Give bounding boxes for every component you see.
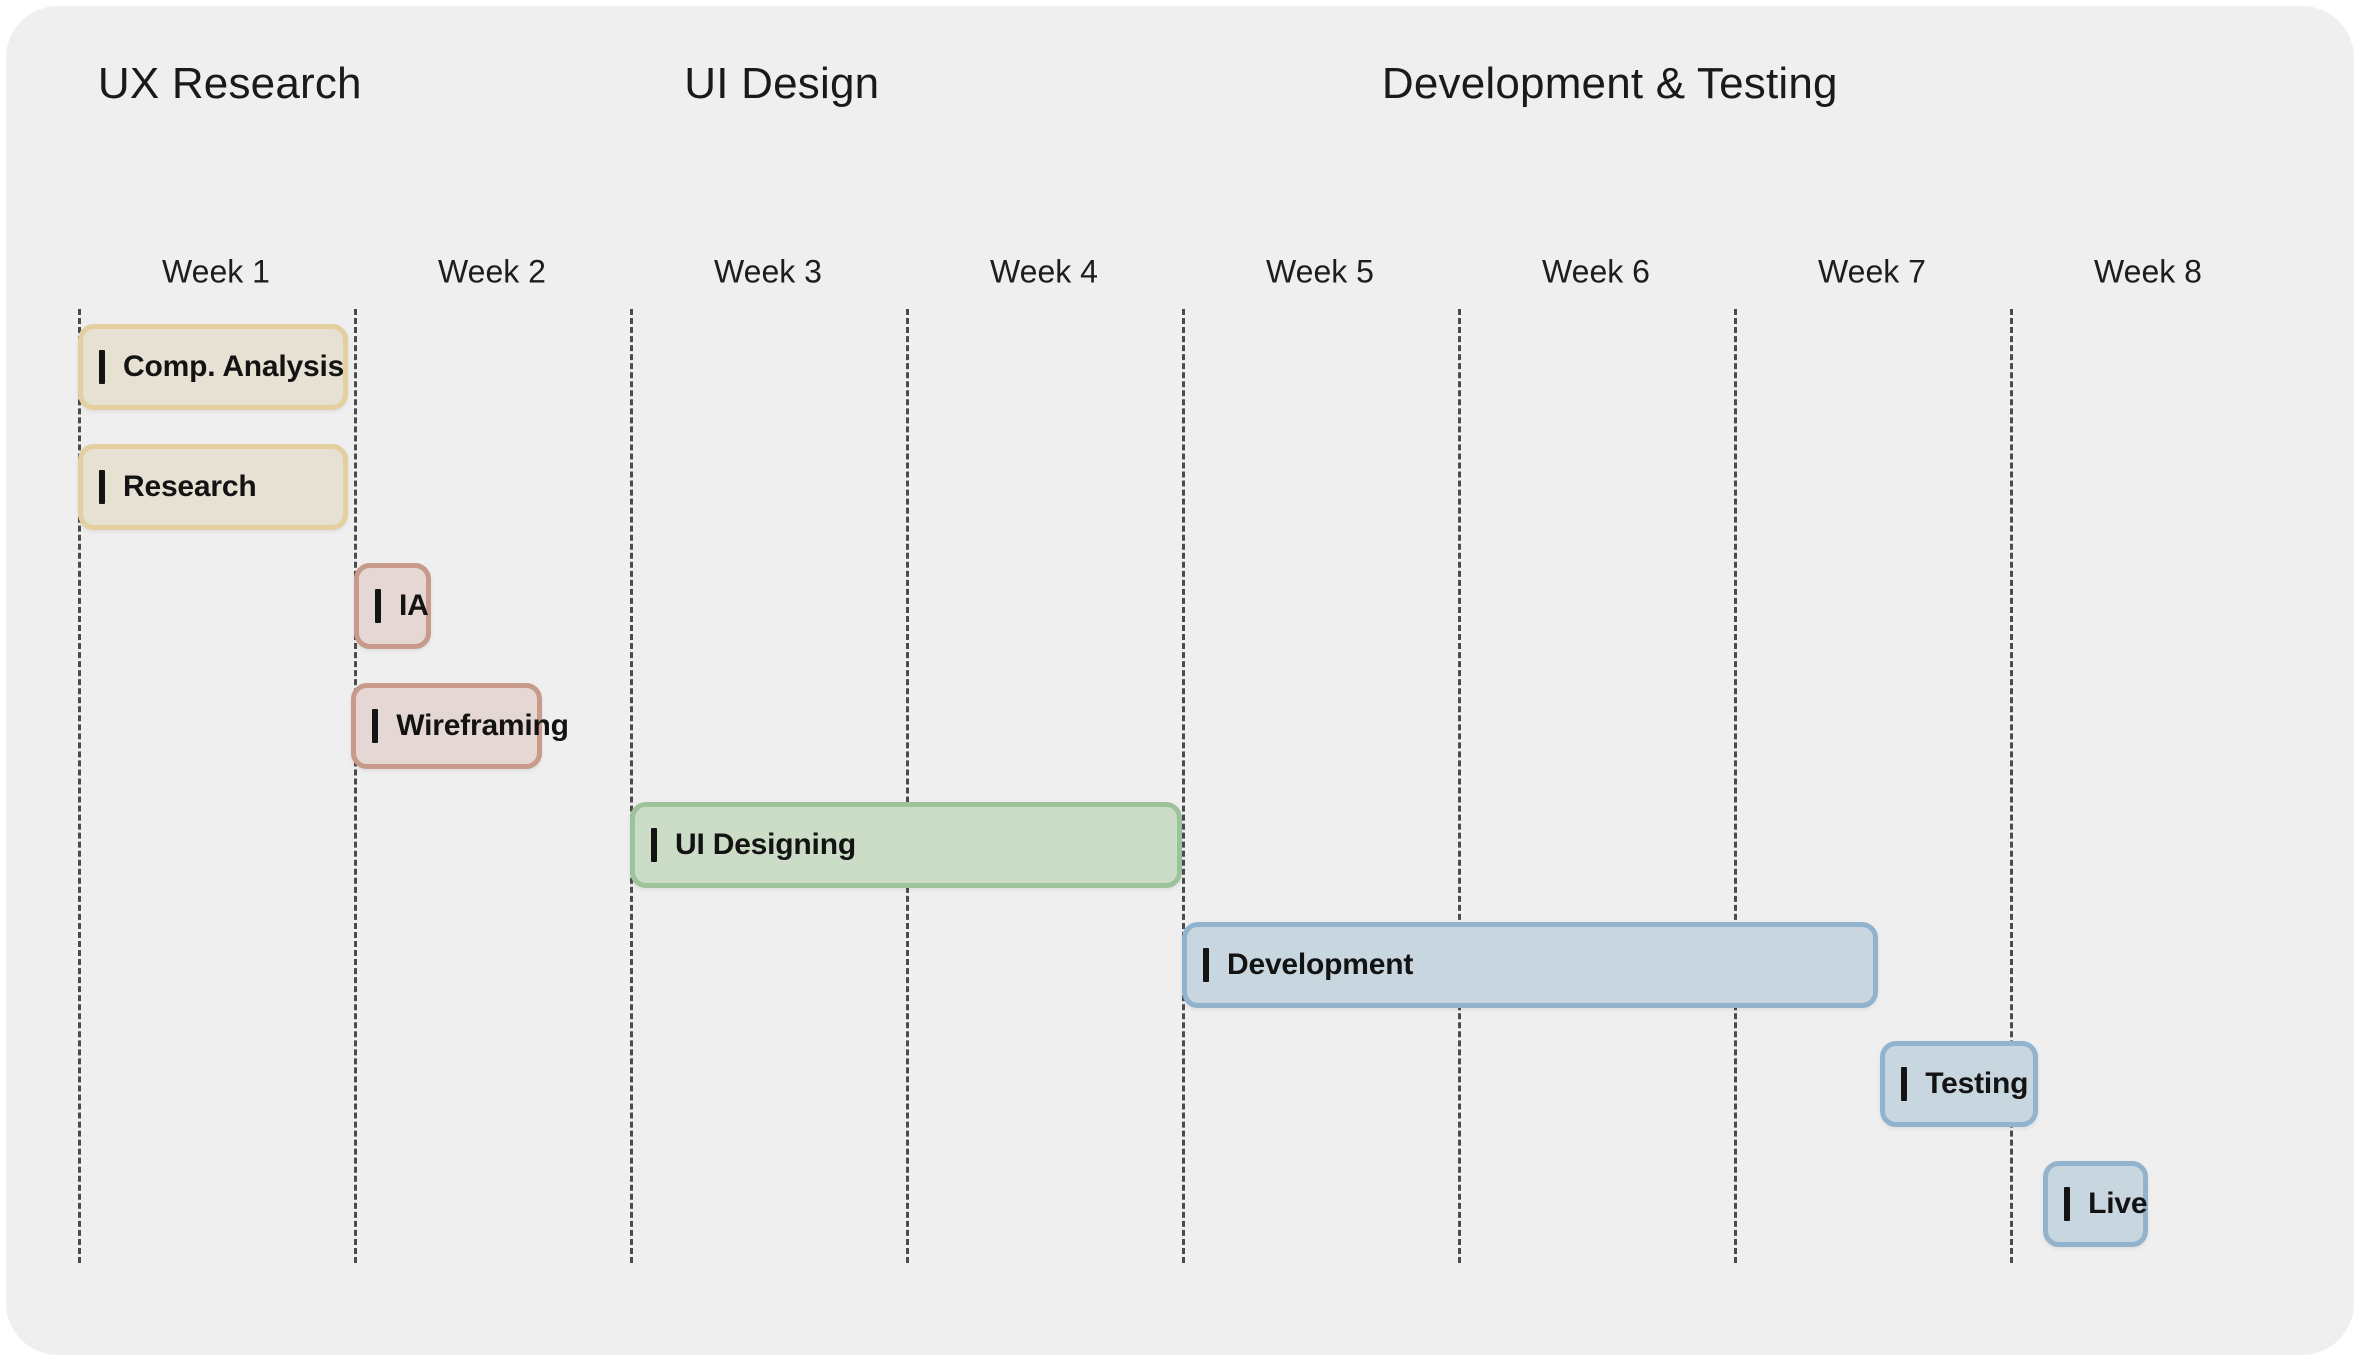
bar-handle-icon[interactable] [1203, 947, 1209, 982]
phase-title-2: UI Design [684, 59, 880, 108]
bar-handle-icon[interactable] [99, 469, 105, 504]
bar-handle-icon[interactable] [372, 708, 379, 743]
bar-handle-icon[interactable] [375, 589, 381, 623]
week-label-8: Week 8 [2094, 253, 2202, 290]
task-label: Wireframing [396, 708, 569, 742]
task-label: IA [399, 589, 429, 622]
task-label: Testing [1925, 1067, 2029, 1100]
task-label: Research [123, 469, 257, 503]
task-bar[interactable]: Comp. Analysis [78, 324, 349, 410]
task-bar[interactable]: UI Designing [630, 802, 1182, 888]
task-bar[interactable]: Development [1182, 921, 1878, 1008]
bar-handle-icon[interactable] [651, 828, 657, 862]
task-label: Comp. Analysis [123, 350, 345, 383]
week-label-2: Week 2 [438, 253, 546, 290]
task-label: Live [2088, 1186, 2148, 1220]
bar-handle-icon[interactable] [99, 350, 105, 384]
bar-handle-icon[interactable] [2064, 1186, 2071, 1221]
task-bar[interactable]: Research [78, 443, 349, 530]
week-label-1: Week 1 [162, 253, 270, 290]
bar-handle-icon[interactable] [1901, 1067, 1908, 1101]
phase-title-1: UX Research [97, 59, 362, 108]
week-label-6: Week 6 [1542, 253, 1650, 290]
phase-title-3: Development & Testing [1381, 59, 1838, 108]
task-bar[interactable]: Testing [1880, 1041, 2038, 1127]
task-bar[interactable]: Wireframing [351, 682, 569, 769]
week-label-7: Week 7 [1818, 253, 1926, 290]
week-label-3: Week 3 [714, 253, 822, 290]
phase-header-row: UX Research UI Design Development & Testin… [6, 6, 2354, 166]
week-label-4: Week 4 [990, 253, 1098, 290]
task-label: UI Designing [675, 828, 856, 861]
task-bar[interactable]: Live [2043, 1160, 2148, 1247]
task-bar[interactable]: IA [354, 563, 432, 649]
week-label-5: Week 5 [1266, 253, 1374, 290]
gantt-chart-card: UX Research UI Design Development & Testin… [6, 6, 2354, 1355]
task-label: Development [1227, 947, 1414, 981]
week-header-row: Week 1 Week 2 Week 3 Week 4 Week 5 Week 6 Week… [6, 6, 2354, 306]
